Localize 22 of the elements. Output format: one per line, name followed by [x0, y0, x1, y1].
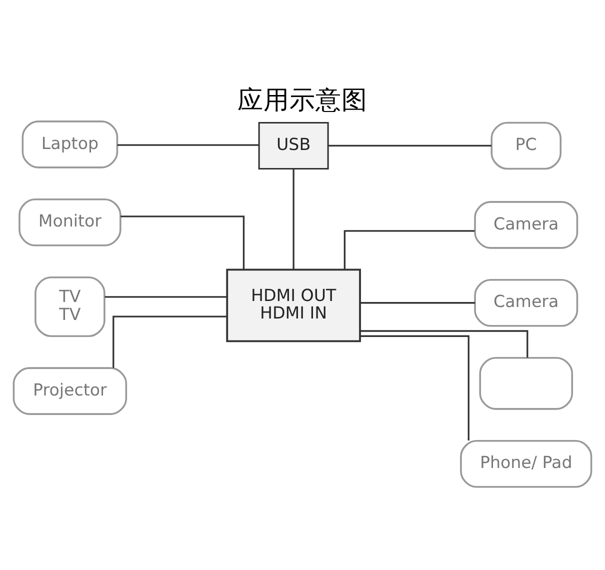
connector — [344, 230, 475, 270]
connector — [112, 316, 227, 368]
connector — [120, 216, 245, 270]
connector — [360, 302, 475, 304]
node-box: Laptop — [22, 120, 118, 168]
connector — [292, 168, 294, 270]
connector — [360, 335, 470, 440]
node-box: USB — [258, 122, 329, 170]
connector — [117, 144, 259, 146]
node-box: PC — [490, 122, 562, 170]
node-box — [479, 356, 573, 410]
node-box: HDMI OUT HDMI IN — [226, 268, 361, 342]
node-box: Phone/ Pad — [460, 440, 592, 488]
connector — [328, 144, 492, 147]
node-box: Camera — [474, 279, 578, 327]
node-box: TV TV — [34, 276, 106, 337]
node-box: Projector — [12, 367, 128, 415]
node-box: Camera — [474, 201, 578, 249]
connector — [360, 330, 528, 358]
diagram-title: 应用示意图 — [238, 86, 368, 116]
connector — [104, 296, 227, 298]
node-box: Monitor — [18, 198, 122, 246]
